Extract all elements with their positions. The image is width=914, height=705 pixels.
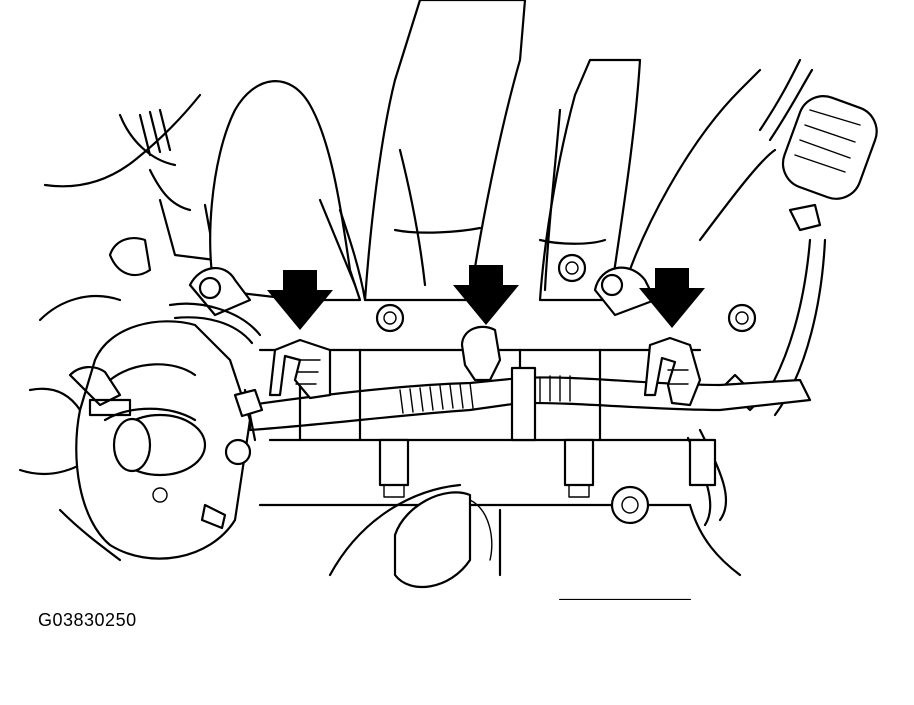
harness-connector-left (188, 266, 657, 317)
figure-code: G03830250 (38, 610, 137, 630)
clamp-left (268, 338, 332, 400)
lower-manifold (258, 348, 742, 600)
alternator (68, 320, 252, 560)
arrow-center (453, 265, 519, 325)
arrow-left (267, 270, 333, 330)
clamp-right (643, 336, 702, 407)
intake-manifold (209, 0, 777, 302)
fuel-filter (758, 58, 878, 232)
manifold-bolts (375, 253, 757, 333)
clamp-center (460, 325, 537, 442)
arrow-right (639, 268, 705, 328)
engine-block-outline (18, 93, 217, 562)
engine-diagram (18, 0, 878, 600)
